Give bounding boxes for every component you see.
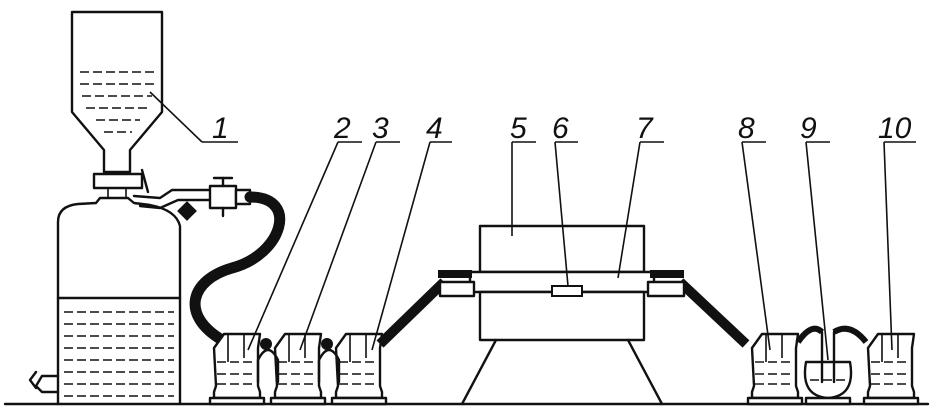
reservoir-funnel xyxy=(70,10,164,198)
label-8: 8 xyxy=(738,112,755,145)
bottle-liquid xyxy=(56,296,182,397)
label-3: 3 xyxy=(372,112,389,145)
callout-labels: 1 2 3 4 5 6 7 8 9 10 xyxy=(212,112,912,145)
label-9: 9 xyxy=(800,112,817,145)
sample-6 xyxy=(551,285,583,297)
reservoir-liquid xyxy=(80,71,155,133)
leader-lines xyxy=(149,91,916,361)
label-6: 6 xyxy=(552,112,569,145)
label-5: 5 xyxy=(510,112,527,145)
flask-2 xyxy=(208,332,266,406)
label-2: 2 xyxy=(333,112,351,145)
label-1: 1 xyxy=(212,112,229,145)
label-10: 10 xyxy=(878,112,912,145)
flask-connectors xyxy=(256,338,341,384)
label-7: 7 xyxy=(636,112,654,145)
hose xyxy=(189,191,286,346)
supply-bottle xyxy=(28,196,182,406)
test-chamber xyxy=(376,224,750,406)
flask-8 xyxy=(746,332,804,406)
outlet-valve xyxy=(132,176,252,221)
u-tube-9 xyxy=(795,325,869,406)
label-4: 4 xyxy=(426,112,443,145)
